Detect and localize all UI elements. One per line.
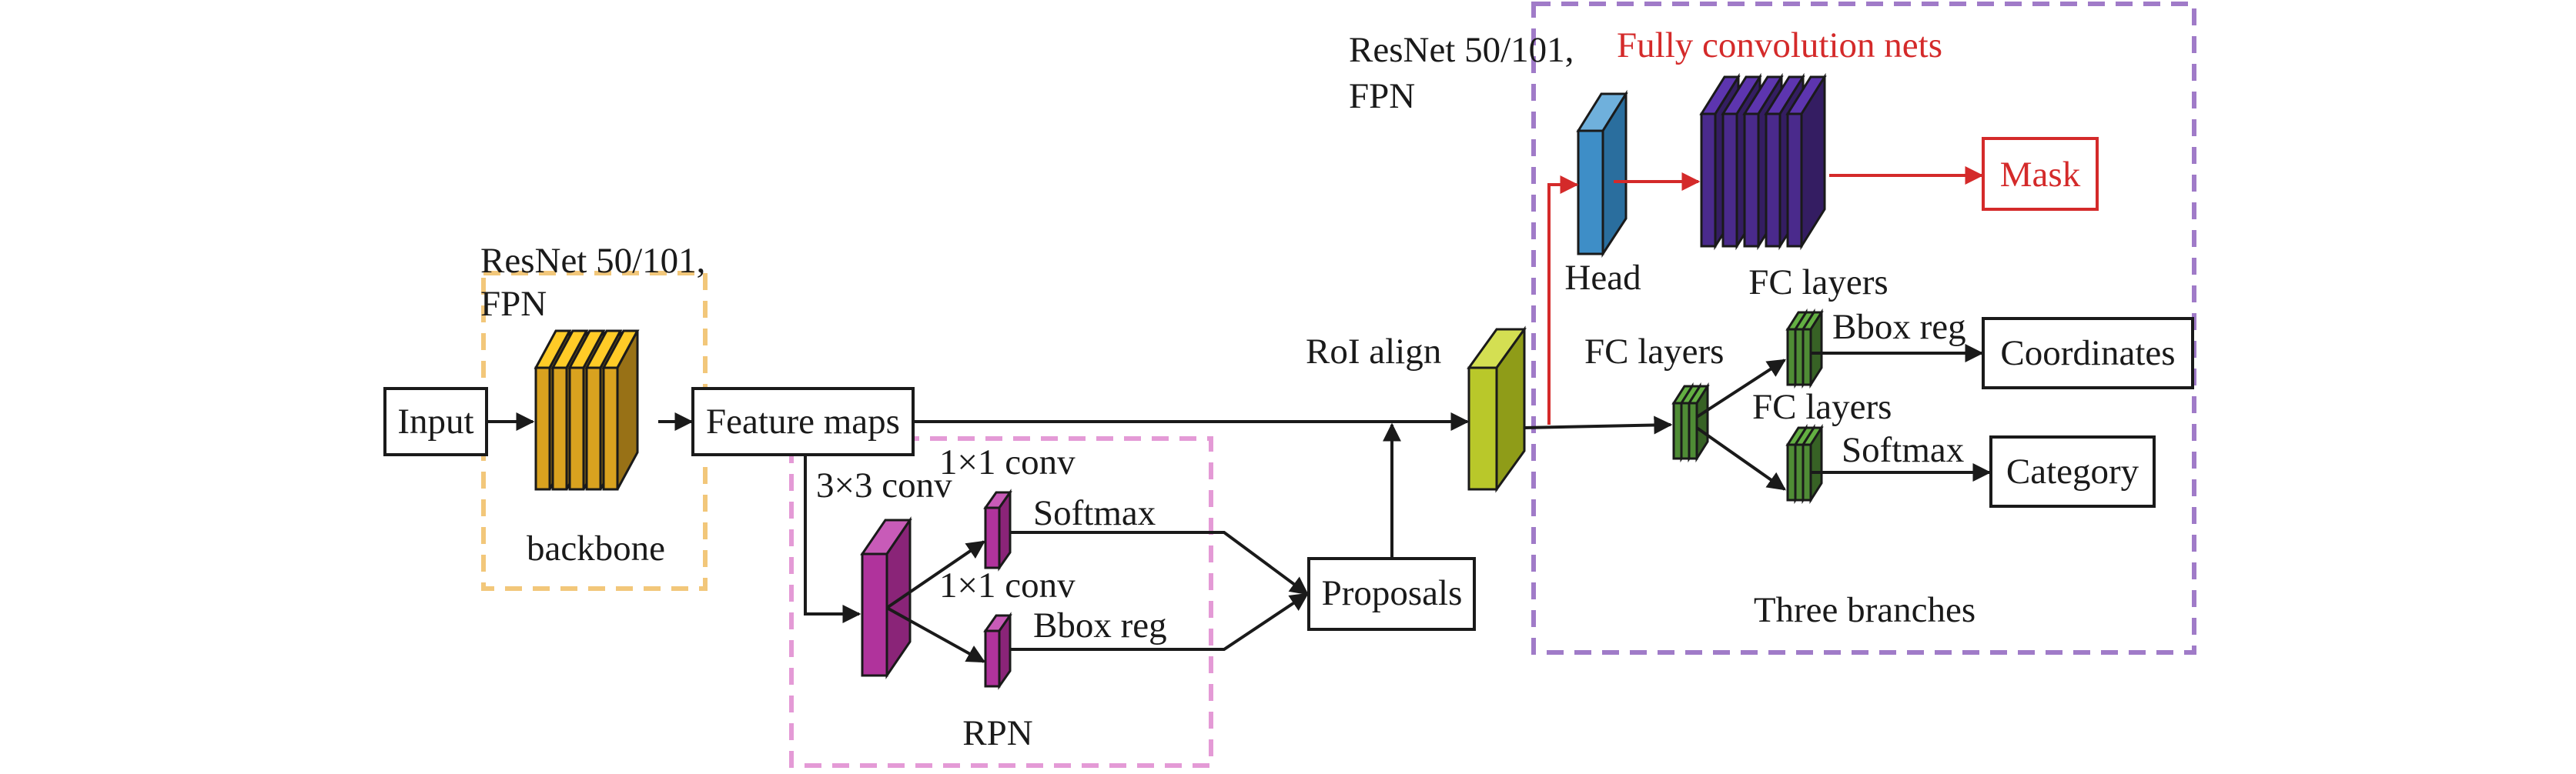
fc-layers-left-block — [1671, 382, 1710, 463]
category-box — [1989, 435, 2156, 508]
rpn-label: RPN — [962, 713, 1032, 753]
conv1-bottom-label: 1×1 conv — [939, 565, 1076, 606]
rpn-conv3-block — [860, 516, 912, 679]
proposals-label: Proposals — [1322, 573, 1463, 613]
softmax-rpn-label: Softmax — [1033, 493, 1156, 533]
fully-conv-nets-label: Fully convolution nets — [1617, 25, 1942, 65]
conv1-top-label: 1×1 conv — [939, 442, 1076, 482]
roi-to-fc-arrow — [1524, 415, 1673, 435]
feature-to-conv3-arrow — [804, 455, 861, 623]
head-resnet-label: ResNet 50/101, — [1349, 30, 1574, 70]
roi-to-head-arrow — [1547, 175, 1579, 425]
fc-to-softmax-branch-arrow — [1695, 426, 1786, 491]
softmax-to-proposals-arrow — [1010, 531, 1309, 596]
mask-label: Mask — [2000, 155, 2081, 195]
fcn-block — [1699, 72, 1827, 251]
head-fpn-label: FPN — [1349, 76, 1415, 116]
coordinates-label: Coordinates — [2000, 333, 2175, 373]
input-label: Input — [397, 402, 473, 442]
proposals-box — [1307, 557, 1476, 631]
bbox-reg-rpn-label: Bbox reg — [1033, 606, 1167, 646]
roi-align-block — [1467, 325, 1527, 493]
backbone-label: backbone — [527, 529, 665, 569]
softmax-branch-label: Softmax — [1842, 430, 1964, 470]
three-branches-label: Three branches — [1754, 590, 1975, 630]
conv3-to-conv1-bottom-arrow — [886, 606, 986, 663]
backbone-resnet-label: ResNet 50/101, — [480, 241, 705, 281]
backbone-fpn-label: FPN — [480, 284, 547, 324]
fc-layers-bottom-branch-block — [1785, 423, 1824, 505]
rpn-conv1-bottom-block — [983, 612, 1012, 690]
feature-maps-box — [691, 387, 915, 456]
bbox-reg-branch-label: Bbox reg — [1832, 307, 1966, 347]
fc-to-bbox-branch-arrow — [1695, 359, 1787, 419]
rpn-region — [789, 436, 1213, 768]
input-box — [383, 387, 488, 456]
feature-maps-label: Feature maps — [706, 402, 900, 442]
category-label: Category — [2006, 452, 2139, 492]
roi-align-label: RoI align — [1306, 332, 1441, 372]
fc-layers-top-branch-block — [1785, 308, 1824, 389]
head-label: Head — [1564, 258, 1641, 298]
head-block — [1576, 89, 1628, 259]
fc-layers-left-label: FC layers — [1584, 332, 1724, 372]
bboxreg-to-proposals-arrow — [1010, 592, 1309, 651]
coordinates-box — [1982, 317, 2194, 389]
backbone-block — [534, 329, 640, 491]
fc-layers-top-label: FC layers — [1748, 262, 1888, 302]
rpn-conv1-top-block — [983, 489, 1012, 572]
fc-layers-mid-label: FC layers — [1752, 387, 1892, 427]
conv3-label: 3×3 conv — [816, 465, 952, 505]
conv3-to-conv1-top-arrow — [885, 540, 985, 609]
